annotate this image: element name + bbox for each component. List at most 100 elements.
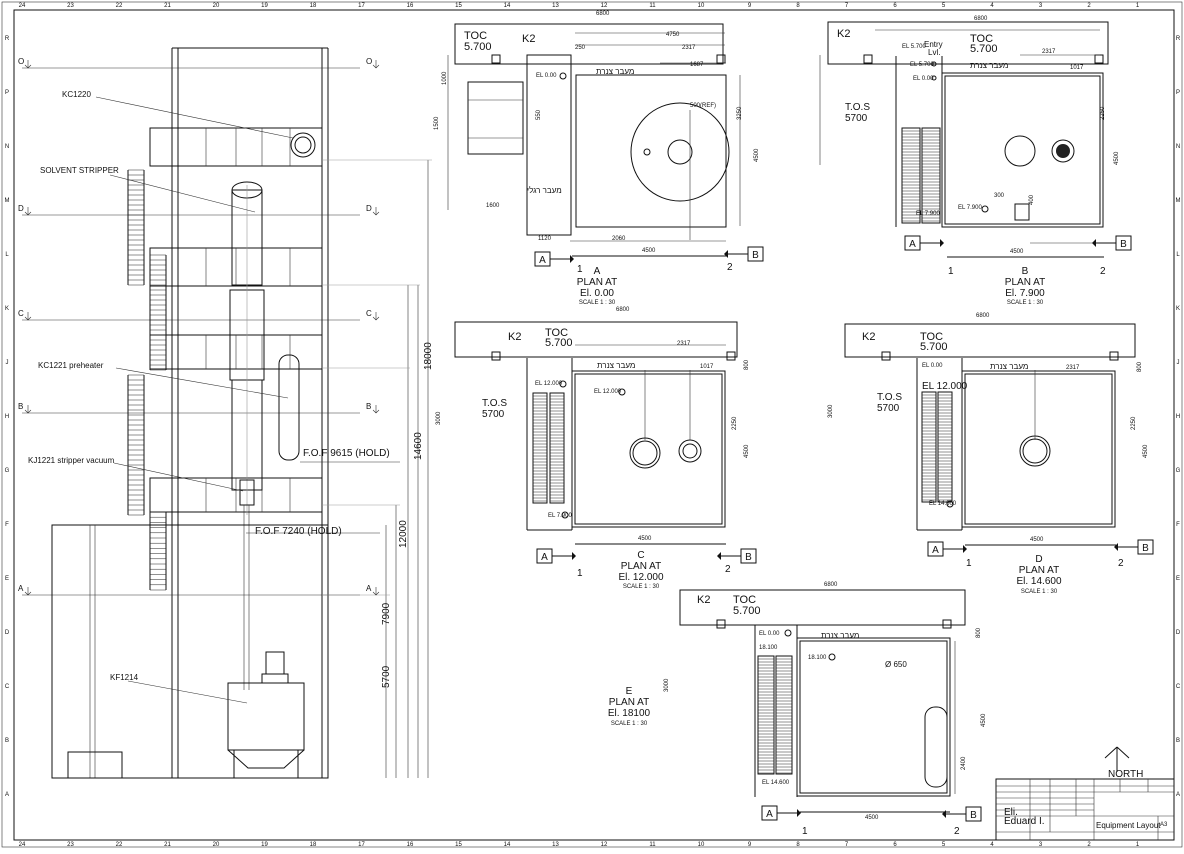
level-tag-d: D: [366, 204, 372, 213]
level-tag-o: O: [18, 57, 24, 66]
border-letter: H: [5, 414, 9, 420]
plan-a-dim-1600: 1600: [486, 203, 500, 209]
plan-stair: [921, 391, 937, 503]
title-drawing-title: Equipment Layout: [1096, 821, 1161, 830]
plan-c-dim-4500: 4500: [638, 536, 652, 542]
plan-a-dim-1687: 1687: [690, 62, 704, 68]
plan-b-walkway: מעבר צנרת: [970, 61, 1008, 70]
plan-a-dim-550: 550: [536, 109, 542, 120]
plan-e-k2: K2: [697, 594, 710, 606]
level-arrow-icon: [24, 60, 32, 69]
plan-stair: [921, 127, 941, 224]
plan-e-dim-650: Ø 650: [885, 660, 907, 669]
border-number: 2: [1087, 842, 1091, 848]
border-letter: N: [1176, 144, 1180, 150]
plan-e-scale: SCALE 1 : 30: [611, 721, 648, 727]
axis-arrow-icon: [797, 809, 801, 817]
plan-b: K2 TOC 5.700 Entry Lvl. T.O.S 5700 6800 …: [819, 16, 1120, 258]
plan-b-tag-1: EL 5.700: [902, 44, 926, 50]
border-number: 3: [1039, 3, 1043, 9]
plan-a-dim-500: 500(REF): [690, 103, 716, 109]
border-number: 5: [942, 3, 946, 9]
title-checked-by: Eduard I.: [1004, 816, 1045, 827]
label-solvent-stripper: SOLVENT STRIPPER: [40, 166, 119, 175]
plan-e-toc: TOC: [733, 594, 756, 606]
border-letter: F: [5, 522, 9, 528]
border-letter: R: [5, 36, 10, 42]
plan-e-letter: E: [626, 686, 633, 697]
grid-label-1: 1: [948, 266, 954, 277]
plan-b-k2: K2: [837, 28, 850, 40]
plan-d-tos-value: 5700: [877, 403, 900, 414]
border-number: 20: [213, 3, 220, 9]
border-number: 24: [19, 842, 26, 848]
plan-b-caption: B PLAN AT El. 7.900 SCALE 1 : 30: [1005, 266, 1045, 306]
border-letter: J: [1177, 360, 1180, 366]
border-number: 12: [601, 3, 608, 9]
border-number: 23: [67, 842, 74, 848]
label-kj1221: KJ1221 stripper vacuum: [28, 456, 115, 465]
plan-d-walkway: מעבר צנרת: [990, 362, 1028, 371]
border-letter: C: [5, 684, 10, 690]
border-letter: C: [1176, 684, 1181, 690]
plan-a-tag-el: EL 0.00: [536, 73, 557, 79]
border-number: 22: [116, 3, 123, 9]
border-number: 1: [1136, 842, 1140, 848]
axis-arrow-icon: [570, 255, 574, 263]
plan-a-toc-value: 5.700: [464, 41, 492, 53]
axis-arrow-icon: [940, 239, 944, 247]
grid-label-1: 1: [802, 826, 808, 837]
plan-e-elev: El. 18100: [608, 708, 651, 719]
border-number: 5: [942, 842, 946, 848]
plan-d-dim-4500: 4500: [1030, 537, 1044, 543]
plan-a-foot-walkway: מעבר רגלי: [527, 186, 562, 195]
level-arrow-icon: [24, 405, 32, 414]
level-tag-c: C: [18, 309, 24, 318]
grid-label-2: 2: [727, 262, 733, 273]
north-label: NORTH: [1108, 769, 1143, 780]
border-letter: F: [1176, 522, 1180, 528]
plan-d: K2 TOC 5.700 T.O.S 5700 6800 2317 2250 4…: [828, 313, 1149, 546]
plan-a-dim-250: 250: [575, 45, 586, 51]
border-number: 8: [796, 3, 800, 9]
border-letter: K: [5, 306, 9, 312]
border-number: 16: [407, 842, 414, 848]
level-arrow-icon: [372, 587, 380, 596]
plan-c-elev: El. 12.000: [618, 572, 663, 583]
axis-b-label: B: [752, 250, 759, 261]
plan-c-title: PLAN AT: [621, 561, 661, 572]
border-number: 11: [649, 842, 656, 848]
plan-d-dim-2317: 2317: [1066, 365, 1080, 371]
border-number: 19: [261, 3, 268, 9]
north-arrow-icon: NORTH: [1104, 746, 1143, 780]
plan-b-toc-value: 5.700: [970, 43, 998, 55]
plan-c-k2: K2: [508, 331, 521, 343]
plan-a: TOC 5.700 K2 6800 4750 250 2317 1687 500…: [434, 11, 760, 257]
plan-b-tag-4: EL 7.900: [958, 205, 982, 211]
plan-c-toc: TOC: [545, 327, 568, 339]
plan-stair: [757, 655, 775, 775]
plan-e-dim-overall: 6800: [824, 582, 838, 588]
plan-a-walkway: מעבר צנרת: [596, 67, 634, 76]
plan-d-dim-800: 800: [1137, 361, 1143, 372]
grid-label-2: 2: [725, 564, 731, 575]
axis-arrow-icon: [717, 552, 721, 560]
grid-label-1: 1: [577, 264, 583, 275]
border-number: 4: [990, 842, 994, 848]
plan-d-toc-value: 5.700: [920, 341, 948, 353]
border-number: 17: [358, 3, 365, 9]
dim-14600: 14600: [413, 432, 424, 460]
axis-a-label: A: [909, 239, 916, 250]
note-fof-9615: F.O.F 9615 (HOLD): [303, 448, 390, 459]
plan-stair: [775, 655, 793, 775]
plan-d-letter: D: [1035, 554, 1042, 565]
plan-c-dim-1017: 1017: [700, 364, 714, 370]
border-letter: L: [5, 252, 9, 258]
border-number: 8: [796, 842, 800, 848]
axis-b-label: B: [1120, 239, 1127, 250]
level-arrow-icon: [372, 60, 380, 69]
level-tag-b: B: [366, 402, 371, 411]
plan-a-letter: A: [594, 266, 601, 277]
